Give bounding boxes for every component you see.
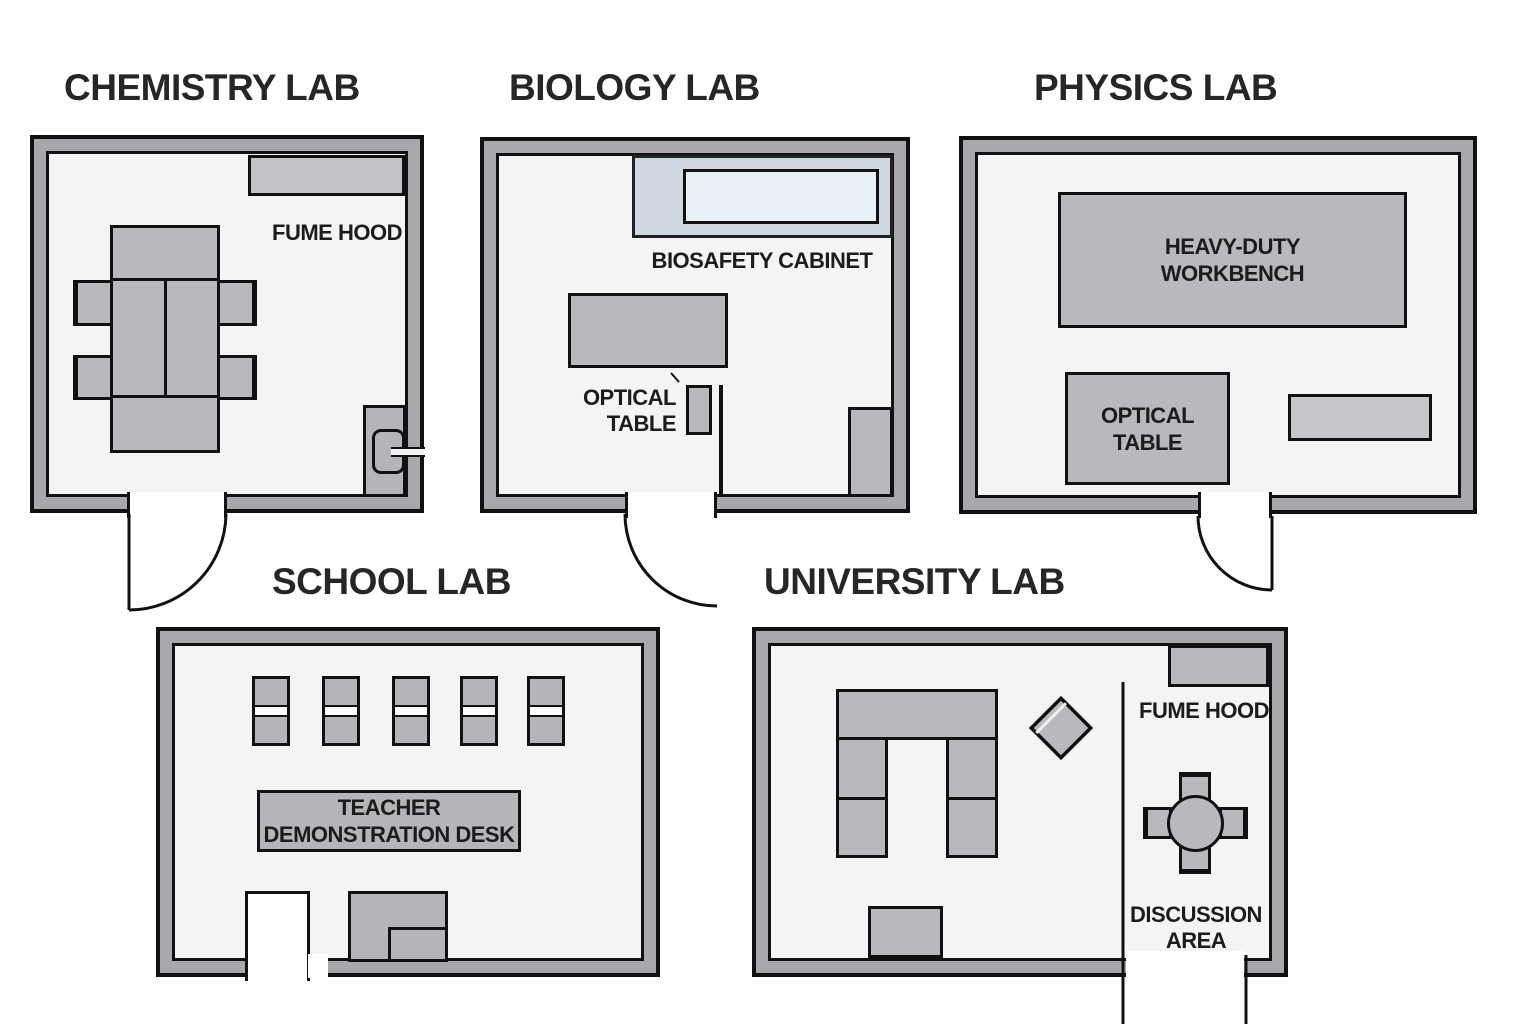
desk-seat	[255, 679, 287, 707]
desk-seat	[395, 715, 427, 743]
physics-workbench-label-line1: HEAVY-DUTY	[1164, 234, 1301, 259]
school-corner-counter-step	[388, 927, 448, 962]
discussion-area-label-line2: AREA	[1165, 928, 1227, 953]
physics-optical-table: OPTICAL TABLE	[1065, 372, 1230, 485]
biology-optical-table	[568, 293, 728, 368]
physics-optical-table-label-line2: TABLE	[1112, 429, 1183, 455]
university-bottom-bench	[868, 906, 943, 958]
biology-equipment-cart	[686, 385, 712, 435]
school-student-desk-1	[252, 676, 290, 746]
physics-workbench-label-line2: WORKBENCH	[1160, 261, 1305, 286]
desk-seat	[395, 679, 427, 707]
biology-side-cabinet	[848, 407, 893, 497]
school-student-desk-2	[322, 676, 360, 746]
university-bench-top	[836, 689, 998, 740]
desk-seat	[325, 679, 357, 707]
biology-biosafety-cabinet-label: BIOSAFETY CABINET	[651, 248, 873, 273]
chemistry-fume-hood-counter	[248, 155, 405, 196]
physics-heavy-duty-workbench: HEAVY-DUTY WORKBENCH	[1058, 192, 1407, 328]
school-teacher-desk-label-line1: TEACHER	[337, 795, 441, 820]
chemistry-sink-faucet	[391, 447, 425, 457]
chemistry-bench-right-table	[164, 278, 220, 398]
school-teacher-demonstration-desk: TEACHER DEMONSTRATION DESK	[257, 790, 521, 852]
school-student-desk-4	[460, 676, 498, 746]
university-passage-opening	[1126, 951, 1244, 980]
physics-door-opening	[1198, 492, 1272, 518]
biology-door-swing-arc	[623, 513, 718, 608]
chemistry-chair-right-2	[217, 355, 257, 400]
physics-optical-table-label-line1: OPTICAL	[1100, 402, 1195, 428]
biology-optical-table-label-line1: OPTICAL	[582, 385, 677, 410]
chemistry-lab-room	[30, 135, 424, 513]
school-lab-title: SCHOOL LAB	[272, 561, 511, 602]
desk-seat	[463, 715, 495, 743]
biology-optical-table-label: OPTICAL TABLE	[556, 385, 677, 437]
university-bench-right-1	[946, 737, 998, 800]
desk-seat	[530, 679, 562, 707]
chemistry-chair-left-1	[73, 280, 113, 326]
desk-seat	[325, 715, 357, 743]
university-bench-left-1	[836, 737, 888, 800]
chemistry-lab-title: CHEMISTRY LAB	[64, 67, 360, 108]
biology-biosafety-cabinet-window	[683, 169, 879, 224]
chemistry-chair-right-1	[217, 280, 257, 326]
chemistry-fume-hood-label: FUME HOOD	[272, 220, 402, 245]
desk-seat	[255, 715, 287, 743]
chemistry-bench-bottom-table	[110, 395, 220, 453]
school-wall-gap	[308, 954, 328, 978]
university-lab-title: UNIVERSITY LAB	[764, 561, 1065, 602]
physics-side-bench	[1288, 394, 1432, 441]
biology-optical-table-label-line2: TABLE	[606, 411, 677, 436]
biology-lab-title: BIOLOGY LAB	[509, 67, 760, 108]
physics-lab-title: PHYSICS LAB	[1034, 67, 1278, 108]
school-door-opening	[245, 891, 310, 981]
university-fume-hood	[1168, 645, 1269, 687]
school-student-desk-3	[392, 676, 430, 746]
chemistry-door-opening	[127, 492, 227, 518]
physics-door-swing-arc	[1196, 515, 1273, 592]
university-discussion-area-label: DISCUSSION AREA	[1130, 902, 1262, 954]
discussion-area-label-line1: DISCUSSION	[1130, 902, 1262, 927]
university-bench-right-2	[946, 797, 998, 858]
chemistry-bench-top-table	[110, 225, 220, 281]
biology-door-opening	[625, 492, 717, 518]
school-teacher-desk-label-line2: DEMONSTRATION DESK	[263, 822, 515, 847]
chemistry-bench-left-table	[110, 278, 167, 398]
university-bench-left-2	[836, 797, 888, 858]
chemistry-door-swing-arc	[128, 513, 228, 612]
university-fume-hood-label: FUME HOOD	[1139, 698, 1269, 723]
discussion-round-table	[1167, 795, 1224, 852]
desk-seat	[530, 715, 562, 743]
desk-seat	[463, 679, 495, 707]
chemistry-chair-left-2	[73, 355, 113, 400]
school-student-desk-5	[527, 676, 565, 746]
